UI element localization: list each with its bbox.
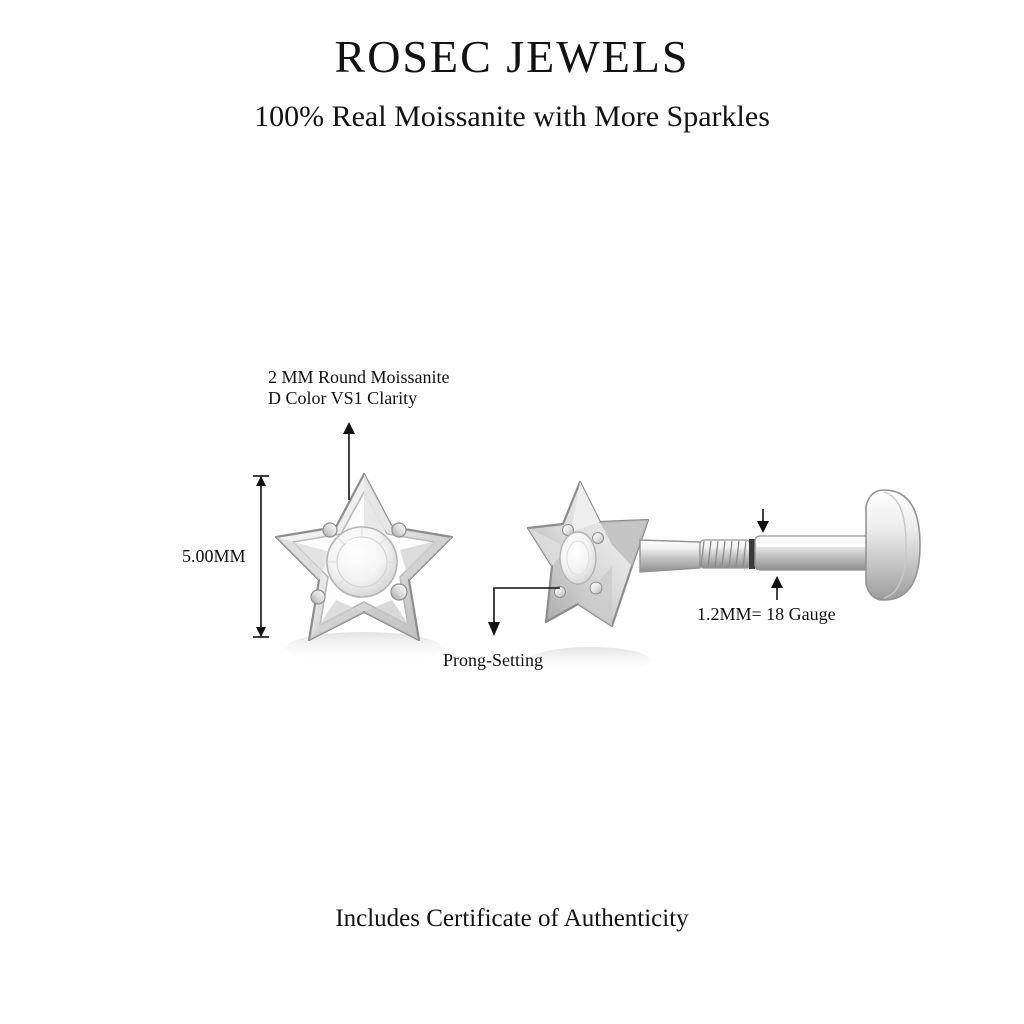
brand-title: ROSEC JEWELS	[334, 31, 690, 82]
star-facet-lower-right	[364, 600, 419, 640]
post-seam	[749, 539, 755, 569]
leader-line-prong	[493, 587, 560, 632]
gauge-label: 1.2MM= 18 Gauge	[697, 604, 836, 624]
brand-subtitle: 100% Real Moissanite with More Sparkles	[254, 100, 770, 133]
star-angled-facet-top	[571, 482, 600, 532]
earring-angled-view	[526, 480, 921, 673]
stone-highlight	[345, 537, 371, 543]
star-facet-lower-left	[309, 600, 364, 640]
star-facet-left	[276, 537, 330, 580]
arrow-up-icon-gauge	[771, 576, 783, 588]
star-angled-facet-right	[600, 520, 648, 566]
stone-facet-lines	[327, 527, 397, 597]
star-angled-facet-bottom	[578, 566, 612, 626]
prong-top-right	[391, 522, 407, 538]
front-view-reflection	[286, 632, 442, 664]
post-base	[639, 539, 701, 573]
dimension-gauge	[757, 509, 783, 600]
arrow-up-icon-stone	[343, 422, 355, 434]
earring-front-view	[274, 472, 454, 664]
arrow-up-icon	[256, 476, 266, 486]
prong-top-left	[322, 522, 338, 538]
stone-annotation-line2: D Color VS1 Clarity	[268, 388, 418, 409]
prong-angled-right	[592, 532, 604, 544]
certificate-note: Includes Certificate of Authenticity	[335, 905, 689, 932]
leader-stone	[343, 422, 355, 500]
arrow-down-icon-prong	[488, 622, 500, 636]
prong-bottom-left	[310, 589, 326, 605]
prong-angled-bottom-right	[589, 581, 603, 595]
arrow-down-icon-gauge	[757, 521, 769, 533]
height-dimension-label: 5.00MM	[182, 546, 246, 566]
center-stone-angled	[559, 531, 597, 585]
star-angled-facet-left	[528, 528, 568, 566]
prong-setting-label: Prong-Setting	[443, 650, 544, 670]
thread-grooves	[700, 540, 747, 568]
stone-annotation-line1: 2 MM Round Moissanite	[268, 367, 450, 387]
disc-edge-line	[883, 491, 907, 599]
prong-angled-bottom-left	[554, 586, 566, 598]
angled-view-reflection	[530, 647, 650, 673]
star-facet-top	[364, 474, 392, 540]
arrow-down-icon	[256, 627, 266, 637]
dimension-bar-height	[253, 475, 269, 638]
stone-table-edge-angled	[566, 540, 590, 576]
prong-bottom-right	[390, 583, 408, 601]
star-facet-right	[400, 537, 452, 580]
flat-back-disc	[865, 489, 921, 601]
leader-prong	[488, 587, 560, 636]
